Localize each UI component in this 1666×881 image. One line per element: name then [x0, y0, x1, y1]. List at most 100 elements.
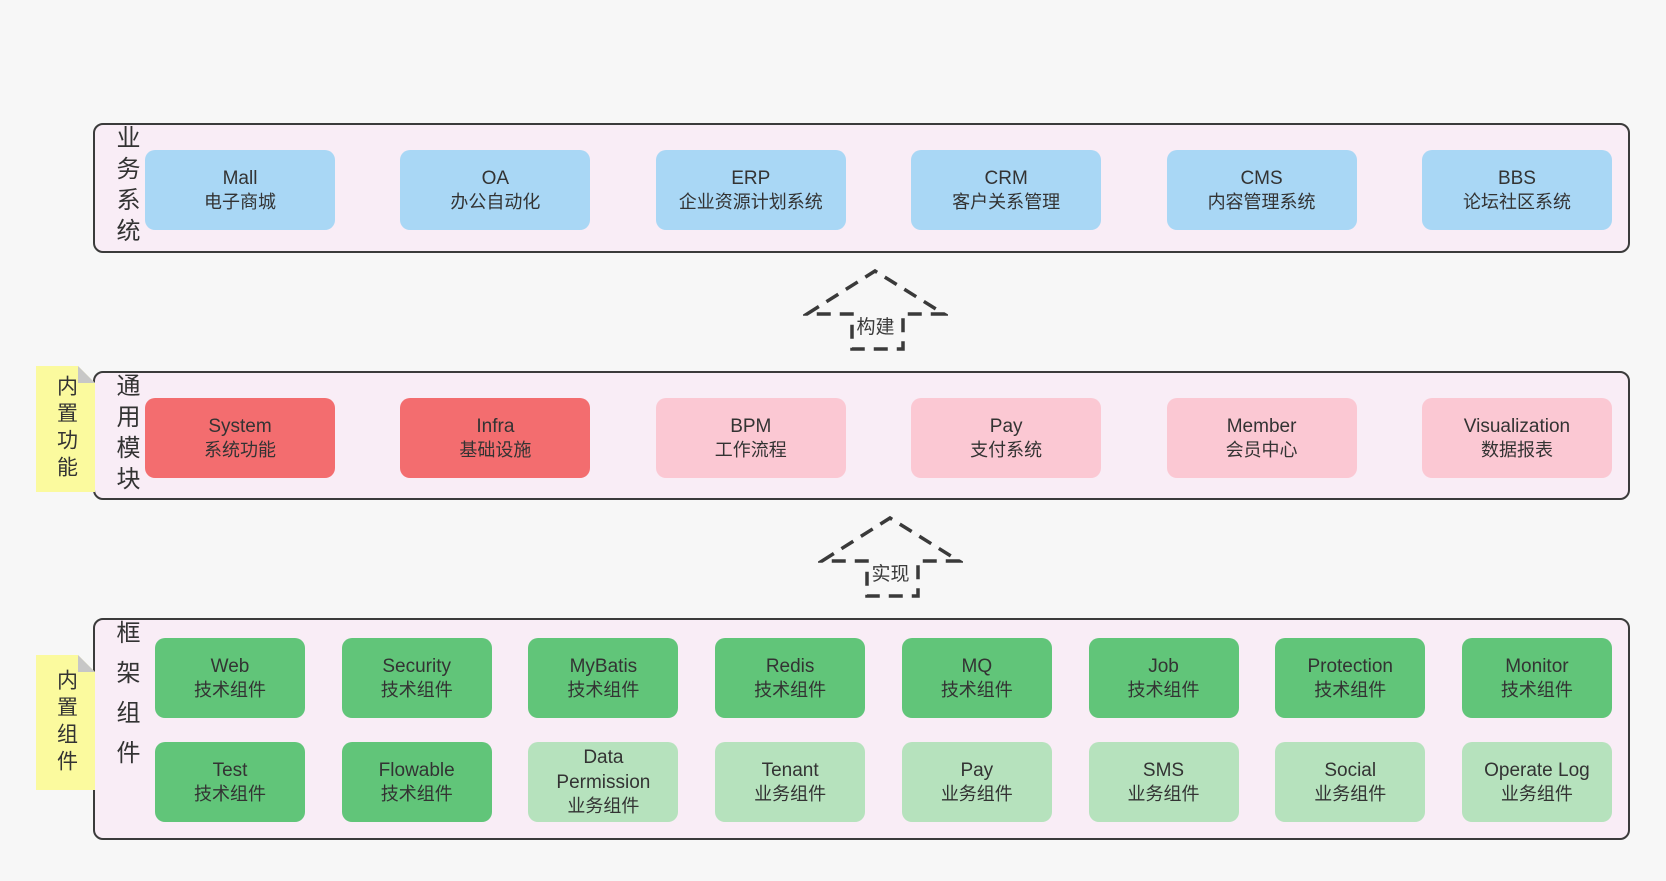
box-subtitle: 企业资源计划系统	[678, 191, 823, 212]
box-title: Redis	[765, 655, 815, 677]
box-title: Member	[1226, 415, 1297, 437]
arrow-build-label: 构建	[856, 317, 895, 338]
box-operate-log: Operate Log 业务组件	[1461, 742, 1612, 822]
box-oa: OA 办公自动化	[400, 150, 591, 230]
box-system: System 系统功能	[145, 398, 335, 478]
box-subtitle: 办公自动化	[450, 191, 541, 212]
business-boxes-row: Mall 电子商城 OA 办公自动化 ERP 企业资源计划系统 CRM 客户关系…	[145, 150, 1612, 230]
box-title: BBS	[1497, 167, 1536, 189]
sticky-note-body	[36, 366, 95, 492]
box-subtitle: 会员中心	[1225, 439, 1298, 460]
box-test: Test 技术组件	[155, 742, 305, 822]
box-cms: CMS 内容管理系统	[1166, 150, 1357, 230]
box-title: MyBatis	[569, 655, 638, 677]
box-subtitle: 业务组件	[754, 783, 827, 804]
box-title: BPM	[730, 415, 772, 437]
arrow-implement: 实现	[818, 515, 963, 599]
box-title: Pay	[989, 415, 1023, 437]
box-title: Tenant	[761, 759, 819, 781]
box-title: Security	[382, 655, 452, 677]
box-infra: Infra 基础设施	[400, 398, 591, 478]
box-subtitle: 客户关系管理	[952, 191, 1061, 212]
box-title: CMS	[1240, 167, 1283, 189]
dashed-up-arrow-icon	[818, 515, 963, 598]
dashed-up-arrow-icon	[803, 268, 948, 351]
box-title: Job	[1148, 655, 1179, 677]
sticky-note-builtin-features: 内置功能	[36, 366, 95, 492]
box-pay-component: Pay 业务组件	[901, 742, 1052, 822]
band-framework-label: 框架组件	[112, 620, 139, 780]
box-title: Visualization	[1463, 415, 1571, 437]
box-subtitle: 系统功能	[204, 439, 276, 460]
box-title: Social	[1324, 759, 1377, 781]
box-title: Web	[210, 655, 250, 677]
box-subtitle: 技术组件	[1500, 679, 1573, 700]
box-title: Operate Log	[1484, 759, 1590, 781]
box-security: Security 技术组件	[341, 638, 492, 718]
box-flowable: Flowable 技术组件	[341, 742, 492, 822]
box-protection: Protection 技术组件	[1275, 638, 1426, 718]
modules-boxes-row: System 系统功能 Infra 基础设施 BPM 工作流程 Pay 支付系统…	[145, 398, 1612, 478]
box-title: Data Permission	[556, 747, 651, 794]
box-title: OA	[481, 167, 510, 189]
box-subtitle: 数据报表	[1480, 439, 1553, 460]
box-subtitle: 技术组件	[940, 679, 1013, 700]
box-tenant: Tenant 业务组件	[715, 742, 866, 822]
box-web: Web 技术组件	[155, 638, 305, 718]
sticky-note-body	[36, 655, 95, 790]
box-subtitle: 技术组件	[1314, 679, 1387, 700]
box-redis: Redis 技术组件	[715, 638, 866, 718]
box-subtitle: 基础设施	[459, 439, 532, 460]
box-data-permission: Data Permission 业务组件	[528, 742, 679, 822]
framework-boxes-row2: Test 技术组件 Flowable 技术组件 Data Permission …	[155, 742, 1612, 822]
box-title: Flowable	[378, 759, 455, 781]
box-subtitle: 技术组件	[194, 783, 266, 804]
box-bpm: BPM 工作流程	[655, 398, 846, 478]
box-title: Protection	[1307, 655, 1393, 677]
box-title: SMS	[1142, 759, 1185, 781]
arrow-implement-label: 实现	[871, 564, 910, 585]
box-title: CRM	[984, 167, 1028, 189]
box-title: Pay	[960, 759, 994, 781]
box-job: Job 技术组件	[1088, 638, 1239, 718]
box-title: Infra	[476, 415, 515, 437]
box-subtitle: 业务组件	[1127, 783, 1200, 804]
band-business-systems: 业务系统 Mall 电子商城 OA 办公自动化 ERP 企业资源计划系统 CRM…	[93, 123, 1630, 253]
box-title: Test	[212, 759, 248, 781]
box-monitor: Monitor 技术组件	[1461, 638, 1612, 718]
box-subtitle: 工作流程	[714, 439, 787, 460]
box-subtitle: 技术组件	[194, 679, 266, 700]
box-title: MQ	[961, 655, 993, 677]
box-member: Member 会员中心	[1166, 398, 1357, 478]
band-framework-components: 框架组件 Web 技术组件 Security 技术组件 MyBatis 技术组件…	[93, 618, 1630, 840]
box-title: Monitor	[1505, 655, 1569, 677]
box-visualization: Visualization 数据报表	[1421, 398, 1612, 478]
band-common-modules: 通用模块 System 系统功能 Infra 基础设施 BPM 工作流程 Pay…	[93, 371, 1630, 500]
band-modules-label: 通用模块	[112, 373, 139, 497]
box-subtitle: 技术组件	[754, 679, 827, 700]
box-subtitle: 业务组件	[567, 796, 640, 817]
box-subtitle: 业务组件	[1500, 783, 1573, 804]
sticky-note-builtin-components: 内置组件	[36, 655, 95, 790]
box-subtitle: 业务组件	[940, 783, 1013, 804]
box-subtitle: 电子商城	[204, 191, 276, 212]
box-erp: ERP 企业资源计划系统	[655, 150, 846, 230]
arrow-build: 构建	[803, 268, 948, 352]
box-subtitle: 业务组件	[1314, 783, 1387, 804]
box-title: Mall	[222, 167, 258, 189]
box-subtitle: 支付系统	[970, 439, 1043, 460]
box-title: ERP	[731, 167, 771, 189]
framework-boxes-row1: Web 技术组件 Security 技术组件 MyBatis 技术组件 Redi…	[155, 638, 1612, 718]
box-subtitle: 论坛社区系统	[1462, 191, 1571, 212]
box-sms: SMS 业务组件	[1088, 742, 1239, 822]
box-mybatis: MyBatis 技术组件	[528, 638, 679, 718]
box-pay-module: Pay 支付系统	[911, 398, 1102, 478]
band-business-label: 业务系统	[112, 125, 139, 249]
box-subtitle: 技术组件	[380, 783, 453, 804]
box-mq: MQ 技术组件	[901, 638, 1052, 718]
box-subtitle: 内容管理系统	[1207, 191, 1316, 212]
box-bbs: BBS 论坛社区系统	[1421, 150, 1612, 230]
box-title: System	[208, 415, 272, 437]
box-social: Social 业务组件	[1275, 742, 1426, 822]
